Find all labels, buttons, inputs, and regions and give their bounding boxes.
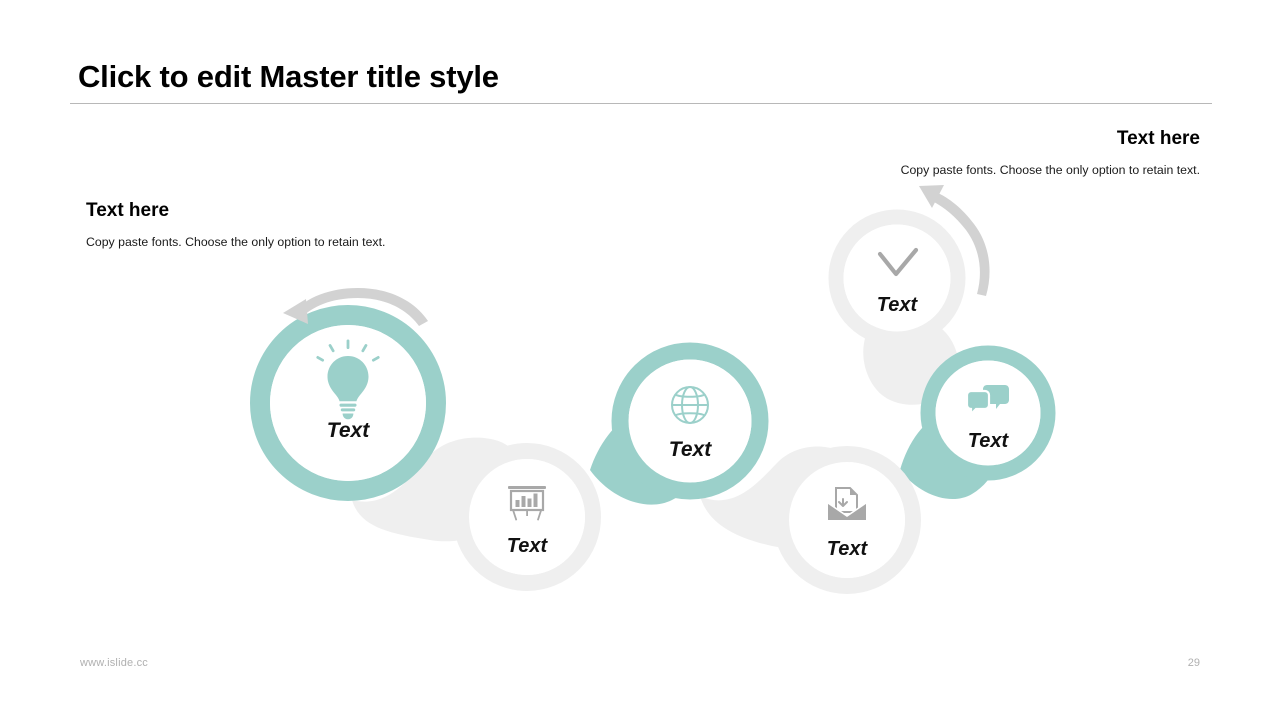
node-2-ring: [453, 443, 601, 591]
callout-right-body[interactable]: Copy paste fonts. Choose the only option…: [900, 162, 1200, 177]
presentation-chart-icon: [508, 486, 546, 521]
node-3-inner: [628, 359, 752, 483]
checkmark-icon: [877, 247, 919, 277]
node-2-inner: [469, 459, 585, 575]
footer-page-number: 29: [1187, 657, 1200, 669]
callout-left-heading[interactable]: Text here: [86, 200, 170, 221]
page-title[interactable]: Click to edit Master title style: [78, 59, 499, 94]
node-5-label: Text: [968, 430, 1010, 452]
node-5-ring: [920, 345, 1056, 481]
node-1[interactable]: Text: [250, 305, 446, 501]
globe-icon: [671, 386, 709, 424]
arrow-right: [919, 185, 990, 296]
node-2-label: Text: [507, 535, 549, 557]
callout-left-body[interactable]: Copy paste fonts. Choose the only option…: [86, 234, 386, 249]
node-5[interactable]: Text: [920, 345, 1056, 481]
node-3[interactable]: Text: [611, 342, 769, 500]
title-divider: [70, 103, 1212, 105]
node-1-inner: [270, 325, 426, 481]
node-2[interactable]: Text: [453, 443, 601, 591]
arrow-left: [283, 288, 428, 326]
node-3-ring: [611, 342, 769, 500]
node-4-label: Text: [827, 538, 869, 560]
node-1-ring: [250, 305, 446, 501]
title-block: Click to edit Master title style: [70, 58, 1212, 105]
chat-bubbles-icon: [965, 385, 1009, 417]
node-4-ring: [773, 446, 921, 594]
node-1-label: Text: [327, 419, 370, 442]
open-envelope-document-icon: [827, 487, 867, 520]
node-6-ring: [828, 209, 966, 347]
node-6[interactable]: Text: [828, 209, 966, 347]
callout-right-heading[interactable]: Text here: [1116, 128, 1200, 149]
node-6-label: Text: [877, 294, 919, 316]
footer-url[interactable]: www.islide.cc: [80, 657, 149, 669]
callout-left: Text here Copy paste fonts. Choose the o…: [86, 200, 386, 253]
node-4[interactable]: Text: [773, 446, 921, 594]
node-3-label: Text: [669, 438, 712, 461]
lightbulb-icon: [316, 339, 380, 420]
callout-right: Text here Copy paste fonts. Choose the o…: [900, 128, 1200, 181]
node-5-inner: [935, 360, 1041, 466]
node-6-inner: [843, 224, 951, 332]
